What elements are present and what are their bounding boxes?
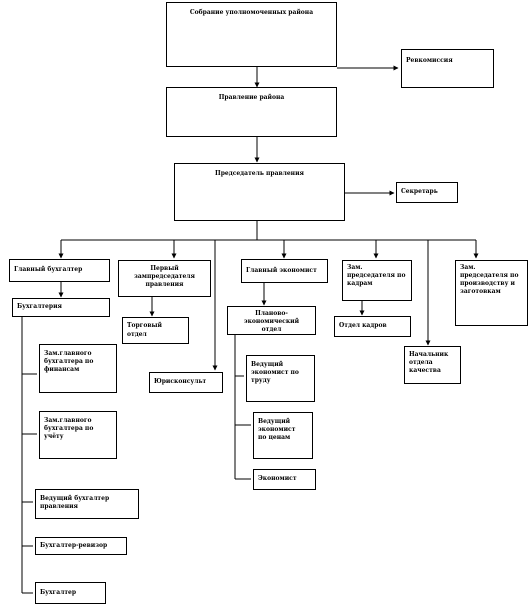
box-torgovyi-otdel: Торговый отдел (122, 317, 189, 344)
box-ved-bukhgalter: Ведущий бухгалтер правления (35, 489, 139, 519)
box-ekonomist: Экономист (253, 469, 316, 490)
box-glav-ekonomist: Главный экономист (241, 259, 328, 283)
box-sobranie: Собрание уполномоченных района (166, 2, 337, 67)
box-glavbukh: Главный бухгалтер (9, 259, 110, 282)
box-sekretar: Секретарь (396, 182, 458, 203)
box-bukhgalteriya: Бухгалтерия (12, 298, 110, 317)
box-predsedatel: Председатель правления (174, 163, 345, 221)
box-nachalnik-kachestvo: Начальник отдела качества (404, 346, 461, 384)
box-ved-ek-trud: Ведущий экономист по труду (246, 355, 315, 402)
box-pervyi-zam: Первый зампредседателя правления (118, 260, 211, 297)
box-pravlenie: Правление района (166, 87, 337, 137)
box-plan-ek-otdel: Планово- экономический отдел (227, 306, 316, 335)
box-zam-kadry: Зам. председателя по кадрам (342, 260, 412, 301)
box-otdel-kadrov: Отдел кадров (334, 316, 411, 337)
box-zam-glavbukh-uchet: Зам.главного бухгалтера по учёту (39, 411, 117, 459)
box-yuriskonsult: Юрисконсульт (149, 372, 223, 393)
box-zam-proizvodstvo: Зам. председателя по производству и заго… (455, 260, 528, 326)
box-revkomissiya: Ревкомиссия (401, 49, 494, 88)
box-bukhgalter: Бухгалтер (35, 582, 106, 604)
box-bukhgalter-revizor: Бухгалтер-ревизор (35, 537, 127, 555)
box-zam-glavbukh-fin: Зам.главного бухгалтера по финансам (39, 344, 117, 393)
box-ved-ek-ceny: Ведущий экономист по ценам (253, 412, 313, 459)
